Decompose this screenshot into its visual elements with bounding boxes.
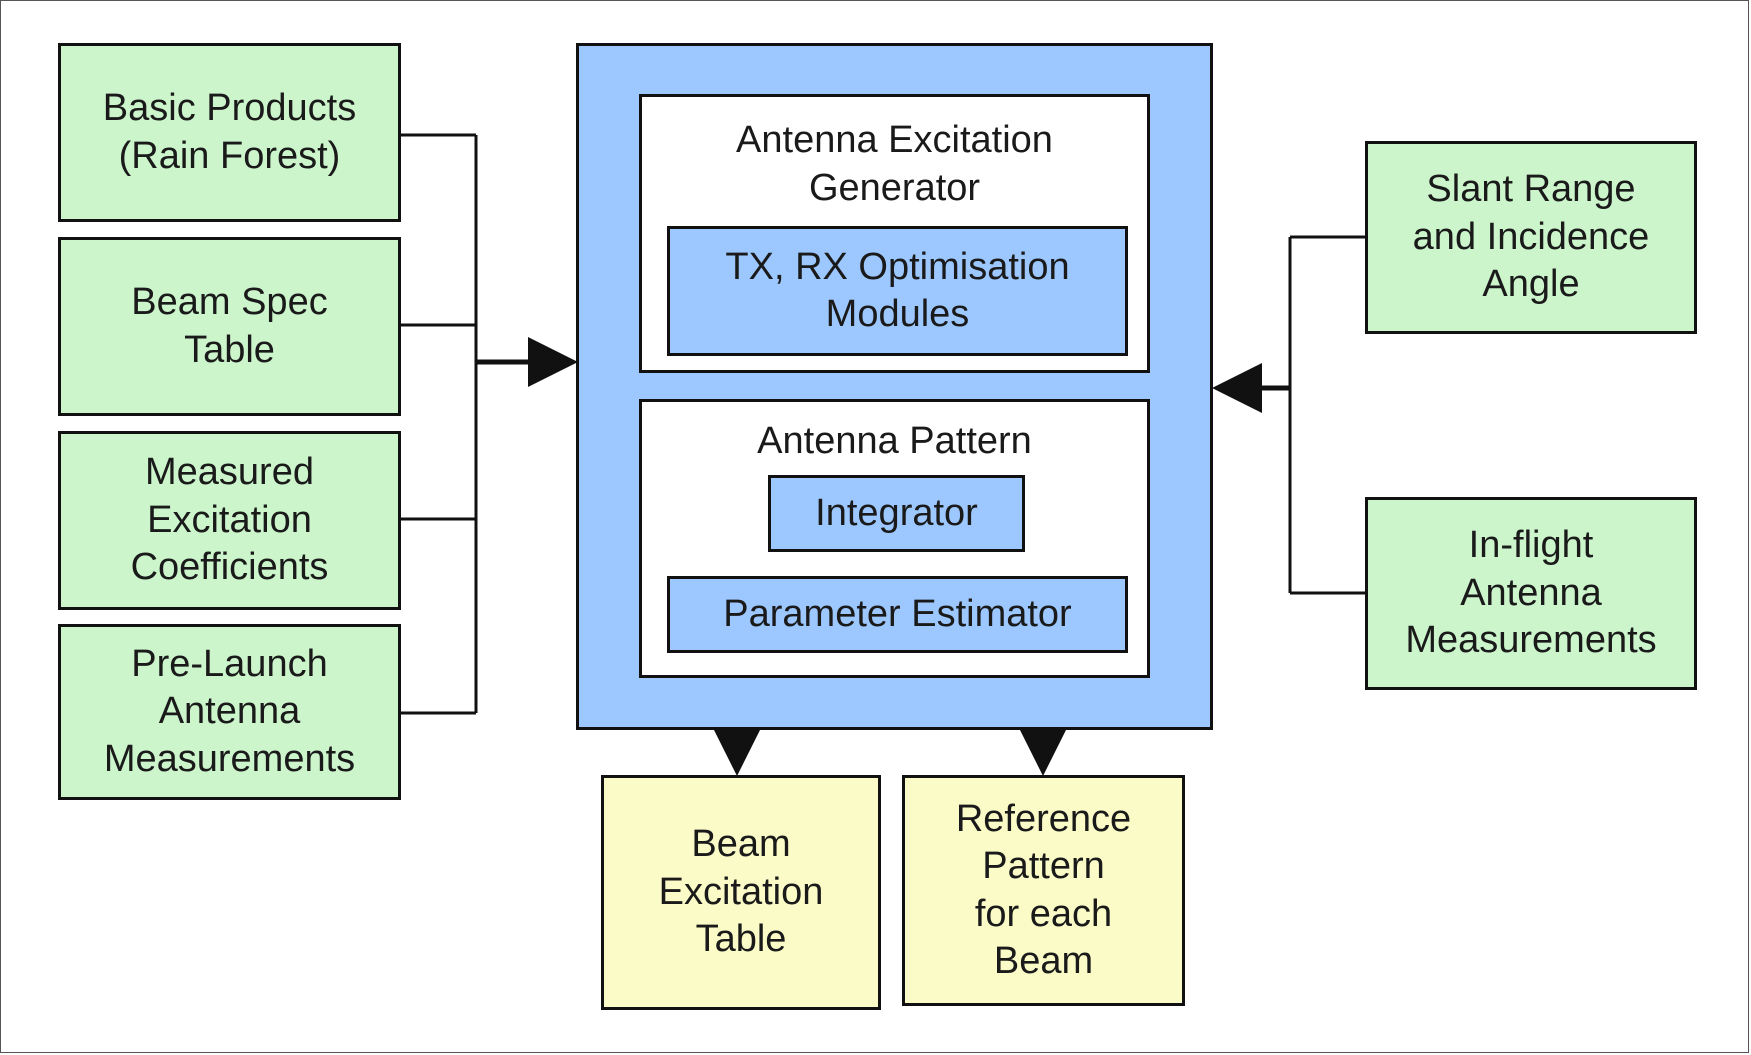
pattern-title: Antenna Pattern (757, 420, 1032, 462)
antenna-pattern: Antenna Pattern Integrator Parameter Est… (639, 399, 1150, 678)
generator-title: Antenna Excitation Generator (736, 119, 1053, 209)
output-beam-excitation-table: Beam Excitation Table (601, 775, 881, 1010)
input-pre-launch-antenna-measurements: Pre-Launch Antenna Measurements (58, 624, 401, 800)
antenna-excitation-generator: Antenna Excitation Generator TX, RX Opti… (639, 94, 1150, 373)
integrator: Integrator (768, 475, 1025, 552)
input-in-flight-antenna-measurements: In-flight Antenna Measurements (1365, 497, 1697, 690)
input-slant-range-incidence-angle: Slant Range and Incidence Angle (1365, 141, 1697, 334)
output-reference-pattern: Reference Pattern for each Beam (902, 775, 1185, 1006)
parameter-estimator: Parameter Estimator (667, 576, 1128, 653)
input-beam-spec-table: Beam Spec Table (58, 237, 401, 416)
left-bus (400, 133, 478, 715)
input-basic-products: Basic Products (Rain Forest) (58, 43, 401, 222)
input-measured-excitation-coefficients: Measured Excitation Coefficients (58, 431, 401, 610)
tx-rx-optimisation-modules: TX, RX Optimisation Modules (667, 226, 1128, 356)
right-bus (1288, 235, 1366, 595)
